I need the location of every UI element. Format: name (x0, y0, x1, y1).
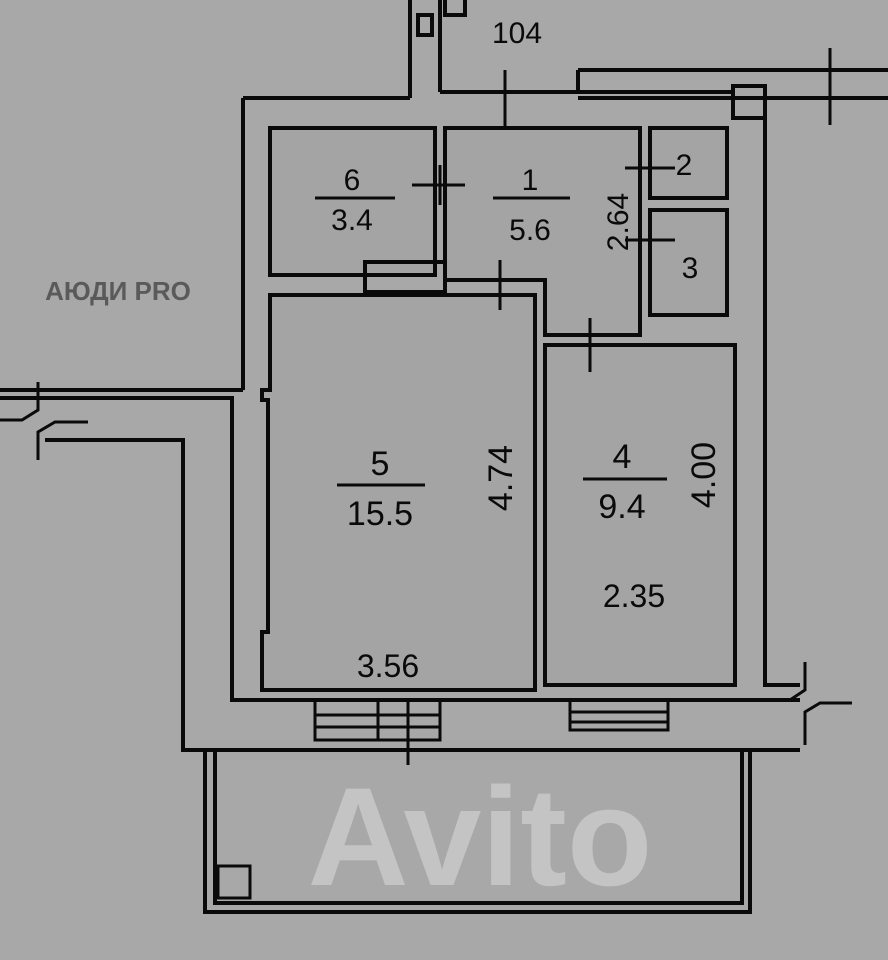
outer-walls (0, 96, 852, 752)
room-5-number: 5 (371, 445, 390, 483)
room-4-number: 4 (613, 438, 632, 476)
neighbor-label: 104 (492, 17, 542, 50)
windows (313, 698, 670, 742)
wall-block (363, 260, 447, 294)
room-4-length: 4.00 (685, 442, 723, 508)
agency-watermark: АЮДИ PRO (45, 276, 191, 306)
room-6-number: 6 (344, 164, 361, 197)
room-4-width: 2.35 (603, 578, 665, 614)
room-3 (648, 208, 729, 317)
door-marks (406, 165, 675, 765)
avito-watermark: Avito (308, 758, 653, 915)
room-5-length: 4.74 (482, 445, 520, 511)
balcony (203, 750, 752, 914)
room-6 (268, 126, 437, 277)
room-4-area: 9.4 (598, 488, 645, 526)
room-1-area: 5.6 (509, 214, 551, 247)
room-2-number: 2 (676, 149, 693, 182)
room-5 (260, 293, 537, 692)
room-5-width: 3.56 (357, 648, 419, 684)
room-5-area: 15.5 (347, 495, 413, 533)
room-4 (543, 343, 737, 687)
room-1-number: 1 (522, 164, 539, 197)
room-3-number: 3 (682, 252, 699, 285)
corridor-walls (408, 0, 888, 148)
room-2 (648, 126, 729, 200)
room-1-dimension: 2.64 (602, 193, 635, 251)
room-6-area: 3.4 (331, 204, 373, 237)
